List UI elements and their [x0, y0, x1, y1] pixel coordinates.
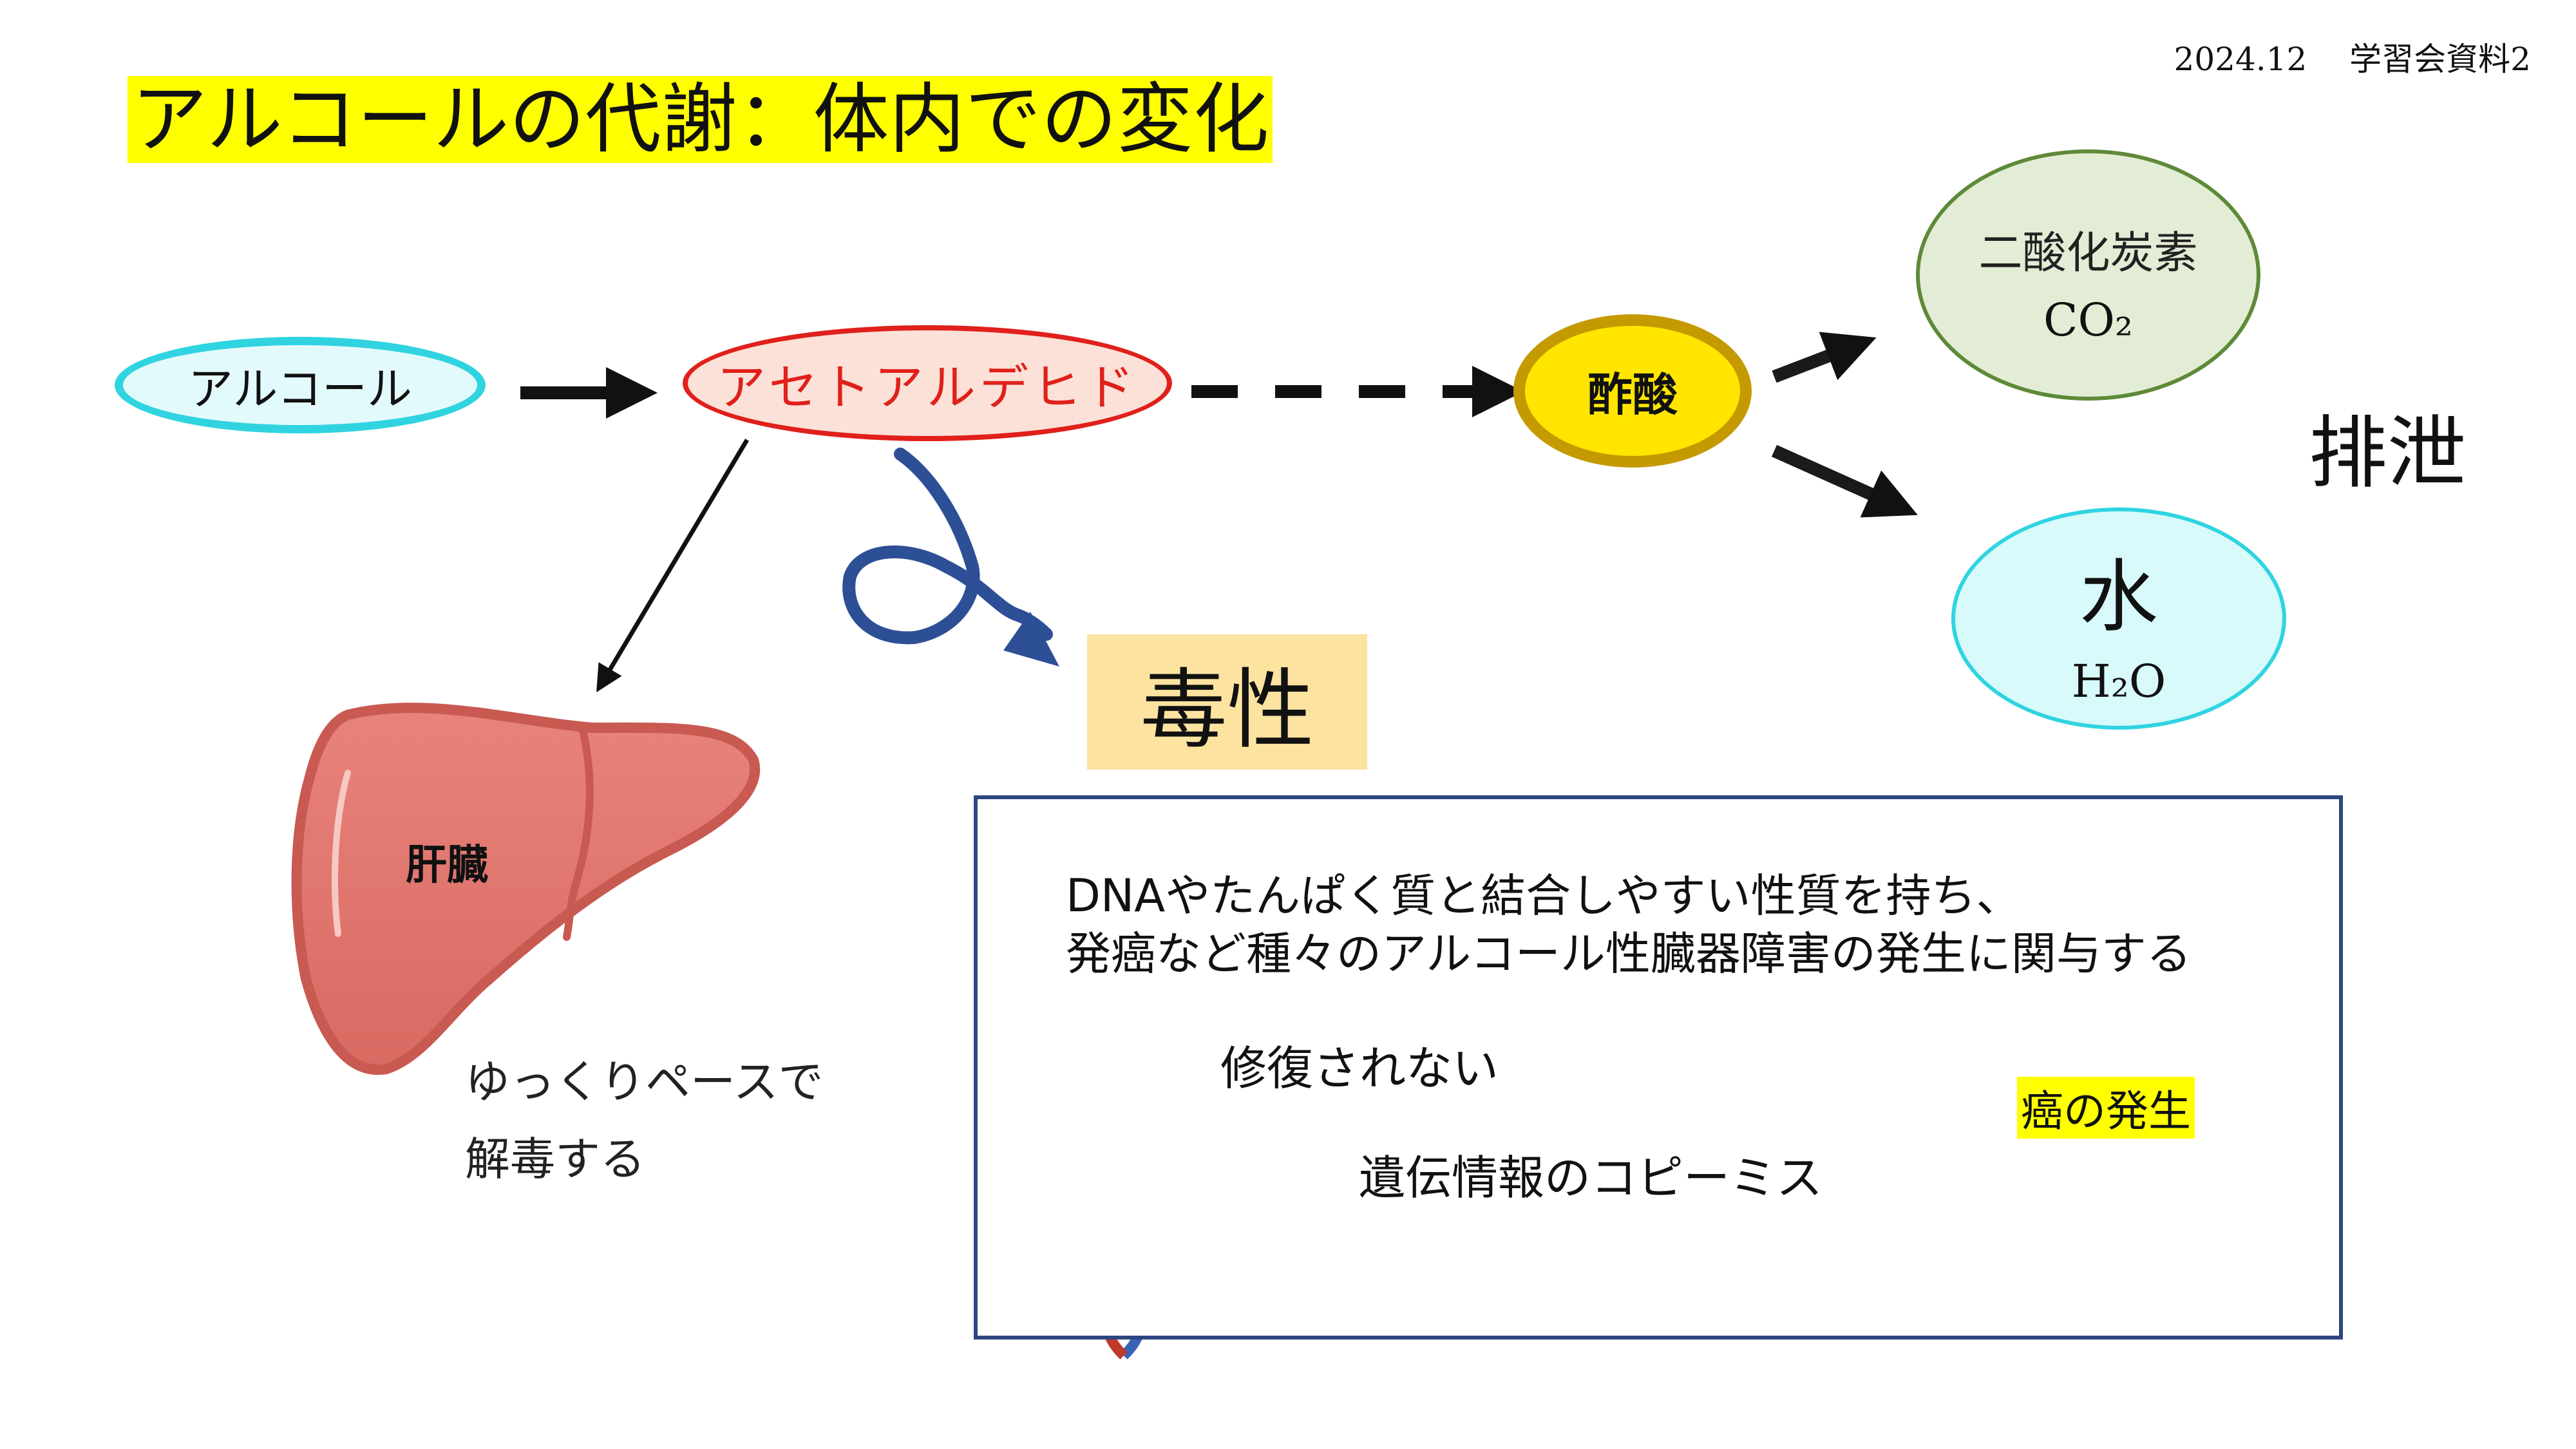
- toxicity-label: 毒性: [1087, 634, 1367, 770]
- arrow-icon: [596, 439, 750, 693]
- not-repaired-label: 修復されない: [1220, 1041, 1499, 1095]
- excretion-label: 排泄: [2309, 408, 2466, 499]
- liver-note: ゆっくりペースで 解毒する: [465, 1043, 929, 1198]
- node-alcohol: アルコール: [115, 337, 486, 433]
- wavy-arrow-head-icon: [1003, 612, 1059, 667]
- info-line1: DNAやたんぱく質と結合しやすい性質を持ち、: [1066, 869, 2022, 922]
- header-date: 2024.12 学習会資料2: [2174, 41, 2531, 78]
- info-line2: 発癌など種々のアルコール性臓器障害の発生に関与する: [1066, 927, 2192, 980]
- liver-label: 肝臓: [406, 842, 488, 889]
- node-acetaldehyde: アセトアルデヒド: [683, 325, 1172, 441]
- wavy-arrow-icon: [842, 448, 1053, 645]
- co2-name: 二酸化炭素: [1978, 227, 2198, 279]
- arrow-icon: [1772, 332, 1877, 383]
- page-title: アルコールの代謝：体内での変化: [128, 76, 1273, 163]
- info-box: [974, 795, 2343, 1340]
- cancer-label: 癌の発生: [2017, 1077, 2195, 1139]
- node-water: 水 H₂O: [1951, 507, 2286, 730]
- co2-formula: CO₂: [2043, 293, 2133, 346]
- liver-note-line1: ゆっくりペースで: [465, 1056, 824, 1108]
- water-name: 水: [2079, 551, 2158, 643]
- arrow-icon: [1771, 444, 1918, 518]
- node-co2: 二酸化炭素 CO₂: [1916, 149, 2260, 401]
- liver-icon: [291, 703, 760, 1075]
- liver-note-line2: 解毒する: [465, 1133, 645, 1186]
- copy-error-label: 遺伝情報のコピーミス: [1359, 1151, 1823, 1205]
- water-formula: H₂O: [2071, 654, 2166, 708]
- node-acetic-acid: 酢酸: [1513, 314, 1752, 468]
